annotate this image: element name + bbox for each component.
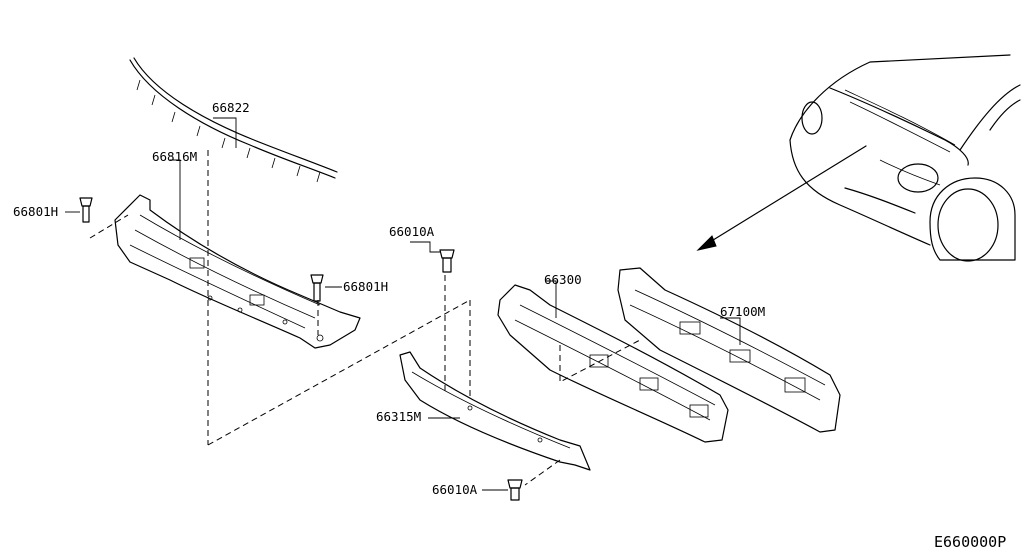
cowl-top-panel-66816m (114, 194, 361, 349)
cowl-seal-strip-66822 (129, 57, 338, 183)
vehicle-inset (789, 54, 1021, 262)
alignment-lines (89, 150, 641, 486)
dash-panel-66300 (497, 284, 729, 443)
clip-66801h-right (310, 274, 324, 302)
part-label-66822: 66822 (212, 100, 250, 115)
part-label-66801h-right: 66801H (343, 279, 389, 294)
part-label-66010a-top: 66010A (389, 224, 435, 239)
part-label-67100m: 67100M (720, 304, 766, 319)
part-label-66801h-left: 66801H (13, 204, 59, 219)
leader-lines (65, 117, 741, 491)
bolt-66010a-top (439, 249, 455, 273)
part-label-66315m: 66315M (376, 409, 422, 424)
diagram-code: E660000P (934, 533, 1007, 551)
dash-crossmember-67100m (617, 267, 841, 433)
bolt-66010a-bottom (507, 479, 523, 501)
part-label-66010a-bottom: 66010A (432, 482, 478, 497)
cowl-member-66315m (399, 351, 591, 471)
location-arrow (696, 145, 867, 251)
clip-66801h-left (79, 197, 93, 223)
part-label-66816m: 66816M (152, 149, 198, 164)
part-label-66300: 66300 (544, 272, 582, 287)
